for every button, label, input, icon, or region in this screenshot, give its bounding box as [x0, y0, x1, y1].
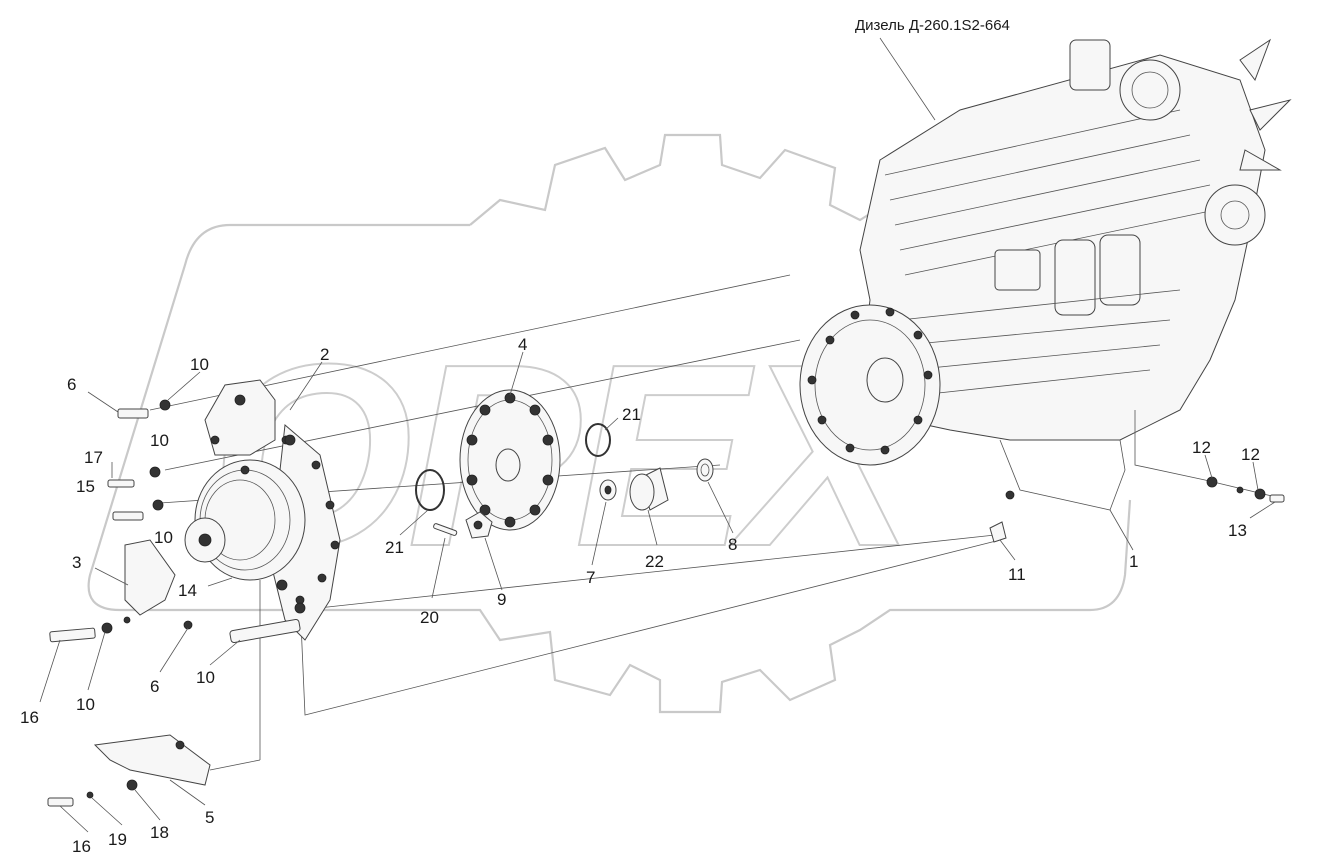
- engine-flywheel-housing: [799, 304, 941, 466]
- engine-pump: [994, 249, 1041, 291]
- engine-head: [884, 109, 1216, 276]
- callout-21: 21: [622, 405, 641, 424]
- bolt-6: [117, 408, 149, 419]
- fasteners-right: [989, 476, 1285, 543]
- engine-filler-neck: [1069, 39, 1111, 91]
- engine-assembly: [799, 38, 1292, 511]
- bearing-8: [696, 458, 714, 482]
- callout-20: 20: [420, 608, 439, 627]
- callout-10: 10: [190, 355, 209, 374]
- watermark-gear-outline: [87, 133, 1132, 714]
- callout-16: 16: [72, 837, 91, 856]
- plug-13: [1269, 494, 1285, 503]
- callout-10: 10: [154, 528, 173, 547]
- sleeve-22: [629, 467, 669, 511]
- labels: Дизель Д-260.1S2-664 6 10 2 4 21 10 17 1…: [20, 17, 1260, 856]
- bushing-7: [599, 479, 617, 501]
- callout-13: 13: [1228, 521, 1247, 540]
- engine-fan: [1204, 38, 1292, 246]
- engine-fuel-filter: [1099, 234, 1141, 306]
- callout-4: 4: [518, 335, 527, 354]
- callout-21: 21: [385, 538, 404, 557]
- callout-10: 10: [196, 668, 215, 687]
- bracket-5: [93, 734, 211, 786]
- callout-9: 9: [497, 590, 506, 609]
- coupling-9: [465, 511, 493, 539]
- flywheel-4: [459, 389, 561, 531]
- washer-10a: [159, 399, 171, 411]
- callout-5: 5: [205, 808, 214, 827]
- callout-1: 1: [1129, 552, 1138, 571]
- pulley-14: [184, 459, 306, 581]
- leader-lines: [39, 37, 1276, 833]
- engine-turbocharger: [1119, 59, 1181, 121]
- bracket-3: [124, 539, 176, 616]
- retaining-ring-21b: [415, 469, 445, 511]
- shaft-10: [229, 618, 301, 644]
- callout-17: 17: [84, 448, 103, 467]
- callout-22: 22: [645, 552, 664, 571]
- callout-12: 12: [1241, 445, 1260, 464]
- callout-14: 14: [178, 581, 197, 600]
- callout-12: 12: [1192, 438, 1211, 457]
- engine-oil-pan: [999, 439, 1126, 511]
- pin-20: [433, 523, 458, 536]
- callout-2: 2: [320, 345, 329, 364]
- callout-18: 18: [150, 823, 169, 842]
- callout-8: 8: [728, 535, 737, 554]
- engine-oil-filter: [1054, 239, 1096, 316]
- callout-16: 16: [20, 708, 39, 727]
- callout-11: 11: [1008, 565, 1026, 584]
- callout-3: 3: [72, 553, 81, 572]
- callout-15: 15: [76, 477, 95, 496]
- fitting-11: [989, 521, 1007, 543]
- retaining-ring-21a: [585, 423, 611, 457]
- callout-6: 6: [150, 677, 159, 696]
- engine-title: Дизель Д-260.1S2-664: [855, 17, 1010, 34]
- callout-6: 6: [67, 375, 76, 394]
- fasteners-left: [47, 399, 306, 807]
- callout-10: 10: [76, 695, 95, 714]
- callout-19: 19: [108, 830, 127, 849]
- callout-10: 10: [150, 431, 169, 450]
- bracket-2: [204, 379, 276, 456]
- callout-7: 7: [586, 568, 595, 587]
